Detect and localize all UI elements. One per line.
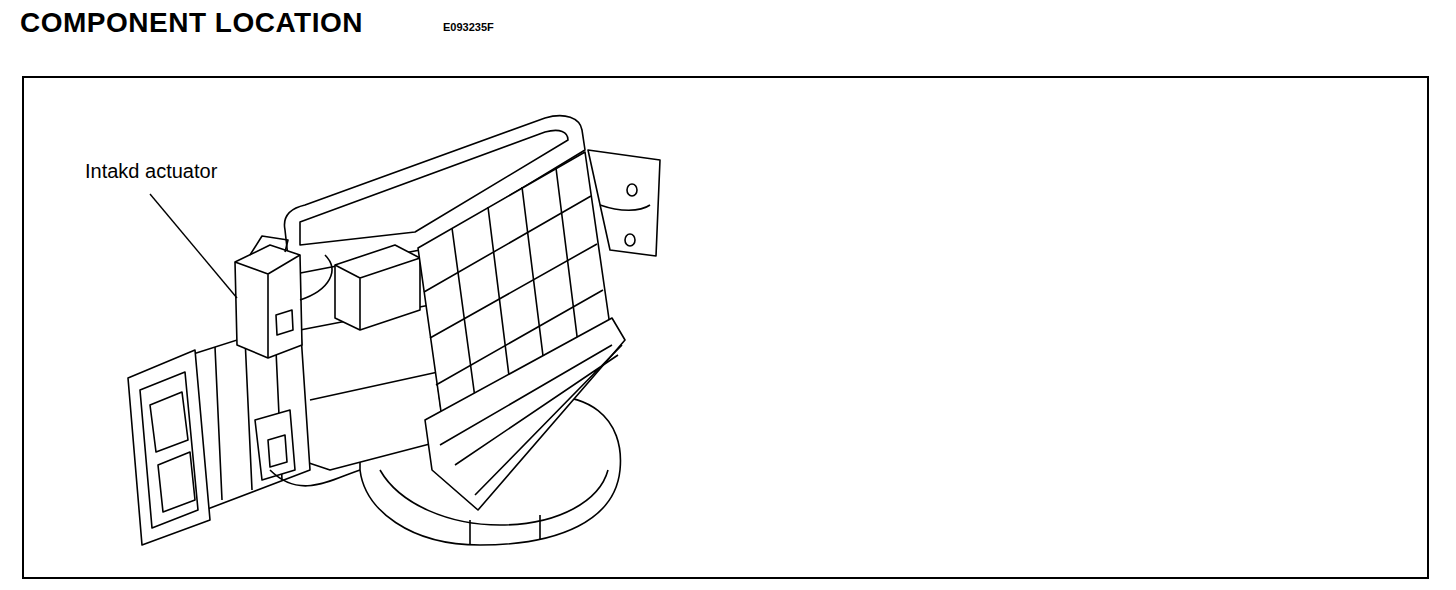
figure-code: E093235F bbox=[443, 21, 494, 33]
leader-line bbox=[150, 194, 237, 298]
page-title: COMPONENT LOCATION bbox=[20, 7, 363, 39]
frame bbox=[23, 77, 1428, 578]
part-name: Intakd actuator bbox=[85, 160, 217, 183]
